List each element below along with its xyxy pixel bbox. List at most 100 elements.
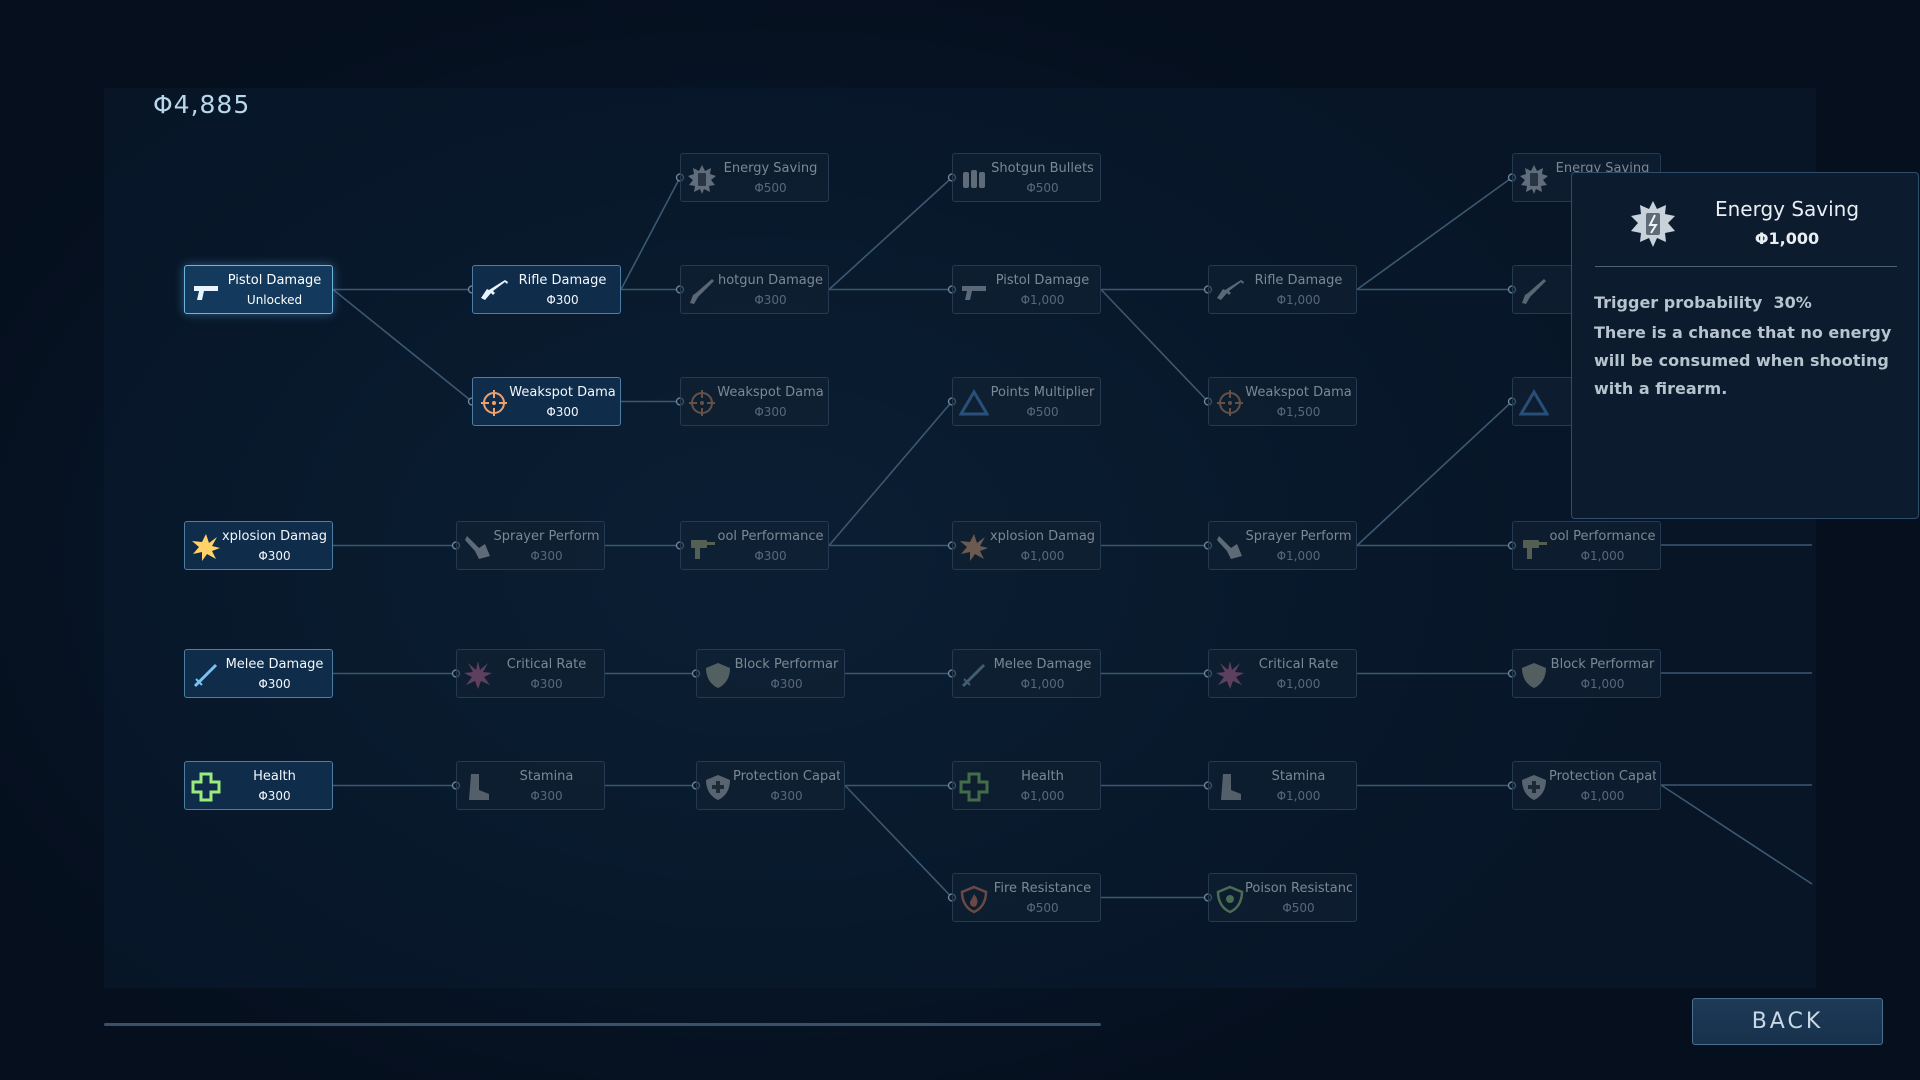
- skill-node-name: xplosion Damag: [989, 529, 1096, 544]
- tree-connection: [828, 400, 953, 547]
- tree-connection: [828, 176, 953, 291]
- shotgun-icon: [687, 276, 717, 306]
- explosion-icon: [959, 532, 989, 562]
- skill-node-name: Stamina: [519, 769, 574, 784]
- sword-icon: [191, 660, 221, 690]
- health-cross-icon: [191, 772, 221, 802]
- boot-icon: [463, 772, 493, 802]
- skill-node-name: Weakspot Dama: [509, 385, 616, 400]
- skill-node-name: Critical Rate: [506, 657, 587, 672]
- skill-node-cost: Φ300: [530, 549, 563, 563]
- skill-node-cost: Φ1,000: [1020, 293, 1065, 307]
- skill-node-name: Pistol Damage: [227, 273, 322, 288]
- shield-icon: [703, 660, 733, 690]
- tooltip-cost: Φ1,000: [1754, 229, 1820, 248]
- skill-node-cost: Φ1,000: [1020, 549, 1065, 563]
- skill-node-cost: Φ1,000: [1580, 677, 1625, 691]
- skill-node-cost: Φ300: [754, 549, 787, 563]
- health-cross-icon: [959, 772, 989, 802]
- skill-node-name: Melee Damage: [225, 657, 324, 672]
- skill-node-name: xplosion Damag: [221, 529, 328, 544]
- skill-node-name: Shotgun Bullets: [991, 161, 1094, 176]
- skill-node-name: Energy Saving: [723, 161, 818, 176]
- skill-node-cost: Φ300: [258, 789, 291, 803]
- shield-icon: [1519, 660, 1549, 690]
- tooltip-divider: [1595, 266, 1897, 267]
- protection-shield-icon: [1519, 772, 1549, 802]
- skill-node-name: Melee Damage: [993, 657, 1092, 672]
- skill-node-name: Block Performar: [734, 657, 839, 672]
- skill-node-name: Sprayer Perform: [1245, 529, 1352, 544]
- skill-node-cost: Φ500: [1282, 901, 1315, 915]
- energy-saving-icon: [687, 164, 717, 194]
- crosshair-icon: [479, 388, 509, 418]
- back-button[interactable]: BACK: [1692, 998, 1883, 1045]
- triangle-icon: [1519, 388, 1549, 418]
- tree-connection: [844, 784, 953, 899]
- horizontal-scrollbar[interactable]: [104, 1023, 1101, 1026]
- tree-connection: [332, 288, 473, 403]
- tree-connection: [1356, 176, 1513, 291]
- shotgun-shells-icon: [959, 164, 989, 194]
- rifle-icon: [479, 276, 509, 306]
- skill-node-cost: Φ1,500: [1276, 405, 1321, 419]
- energy-saving-icon: [1519, 164, 1549, 194]
- tree-connection: [620, 177, 681, 290]
- skill-node-name: Weakspot Dama: [717, 385, 824, 400]
- rifle-icon: [1215, 276, 1245, 306]
- tooltip-stat-label: Trigger probability: [1594, 293, 1763, 312]
- sprayer-icon: [463, 532, 493, 562]
- pistol-icon: [191, 276, 221, 306]
- skill-node-cost: Φ1,000: [1020, 789, 1065, 803]
- skill-node-cost: Unlocked: [246, 293, 303, 307]
- tree-connection: [1356, 400, 1513, 547]
- skill-node-name: Fire Resistance: [993, 881, 1092, 896]
- boot-icon: [1215, 772, 1245, 802]
- skill-node-cost: Φ1,000: [1276, 549, 1321, 563]
- energy-saving-icon: [1628, 199, 1678, 249]
- skill-node-name: Points Multiplier: [990, 385, 1095, 400]
- skill-node-cost: Φ300: [754, 293, 787, 307]
- skill-node-cost: Φ300: [770, 677, 803, 691]
- skill-node-name: ool Performance: [717, 529, 824, 544]
- skill-node-cost: Φ300: [546, 405, 579, 419]
- skill-node-name: Critical Rate: [1258, 657, 1339, 672]
- skill-node-cost: Φ500: [1026, 405, 1059, 419]
- skill-node-name: ool Performance: [1549, 529, 1656, 544]
- skill-node-cost: Φ500: [754, 181, 787, 195]
- skill-node-cost: Φ300: [770, 789, 803, 803]
- crosshair-icon: [1215, 388, 1245, 418]
- skill-node-cost: Φ1,000: [1276, 293, 1321, 307]
